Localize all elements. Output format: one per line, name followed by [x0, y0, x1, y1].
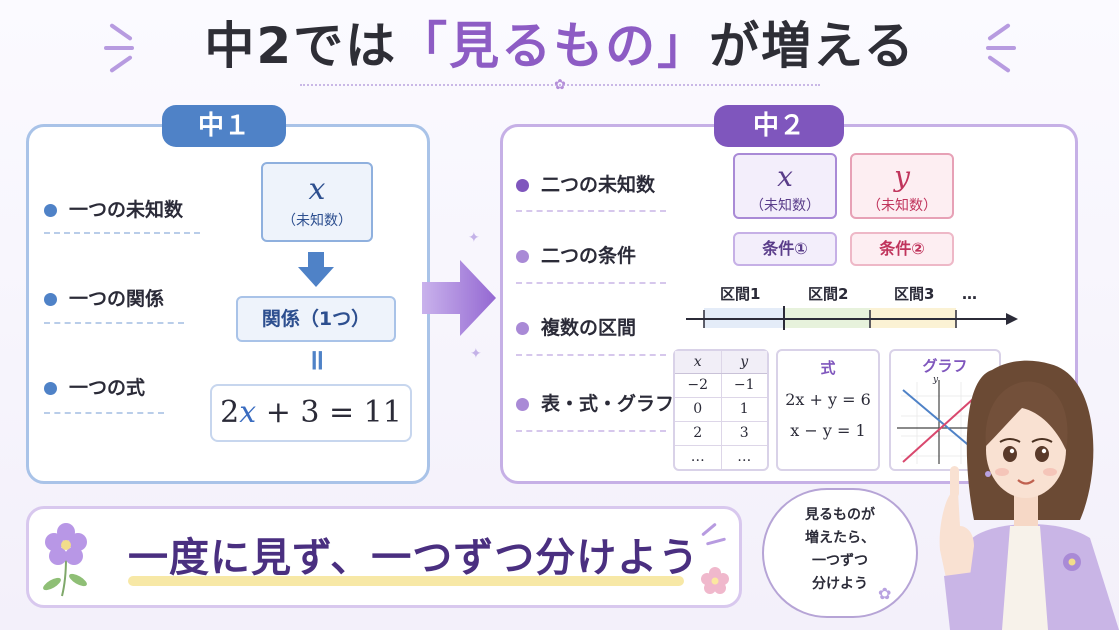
teacher-character-illustration	[939, 360, 1119, 630]
sparkle-icon: ✦	[470, 346, 482, 362]
flower-icon: ✿	[878, 584, 892, 603]
unknown-y-box: y （未知数）	[850, 153, 954, 219]
title-prefix: 中2では	[204, 17, 398, 75]
bullet-icon	[44, 293, 57, 306]
sparkle-icon	[109, 22, 133, 42]
grade2-item-conditions: 二つの条件	[516, 243, 636, 269]
divider	[516, 282, 666, 284]
formula-eq1: 2x + y = 6	[785, 390, 871, 409]
slogan-banner	[26, 506, 742, 608]
page-title: 中2では「見るもの」が増える	[150, 10, 970, 82]
unknown-x-box: x （未知数）	[261, 162, 373, 242]
grade1-item-relation: 一つの関係	[44, 286, 164, 312]
slogan-underline	[128, 576, 684, 586]
grade1-item-unknown: 一つの未知数	[44, 197, 183, 223]
flower-icon	[43, 523, 87, 597]
interval-number-line	[686, 306, 1018, 330]
sparkle-icon: ✦	[468, 230, 480, 246]
divider	[516, 354, 666, 356]
interval-2-label: 区間2	[808, 285, 849, 303]
graph-y-axis-label: y	[933, 375, 939, 385]
formula-eq2: x − y = 1	[790, 421, 866, 440]
grade1-badge: 中１	[162, 105, 286, 147]
variable-x: x	[308, 172, 326, 207]
sparkle-icon	[987, 54, 1011, 74]
interval-1-label: 区間1	[720, 285, 761, 303]
title-divider	[300, 84, 820, 86]
speech-bubble-text: 見るものが 増えたら、 一つずつ 分けよう	[805, 507, 875, 592]
slogan-text: 一度に見ず、一つずつ分けよう	[128, 535, 700, 581]
grade2-item-representations: 表・式・グラフ	[516, 391, 674, 417]
formula-heading: 式	[820, 359, 836, 377]
graph-heading: グラフ	[922, 357, 968, 375]
bullet-icon	[44, 204, 57, 217]
equation-box: 2x + 3 = 11	[210, 384, 412, 442]
grade1-item-equation: 一つの式	[44, 375, 145, 401]
down-arrow-icon	[298, 252, 334, 287]
bullet-icon	[516, 322, 529, 335]
sparkle-icon	[987, 22, 1011, 42]
grade2-item-unknowns: 二つの未知数	[516, 172, 655, 198]
bullet-icon	[516, 398, 529, 411]
divider	[44, 232, 200, 234]
sparkle-icon	[104, 46, 134, 50]
divider	[516, 430, 666, 432]
sparkle-icon	[986, 46, 1016, 50]
condition-1-box: 条件①	[733, 232, 837, 266]
divider	[44, 322, 184, 324]
bullet-icon	[516, 250, 529, 263]
sparkle-icon	[109, 54, 133, 74]
title-suffix: が増える	[709, 17, 916, 75]
variable-label: （未知数）	[282, 213, 352, 229]
title-area: 中2では「見るもの」が増える ✿	[0, 0, 1119, 93]
bullet-icon	[516, 179, 529, 192]
table-row: −2−1	[675, 372, 767, 397]
formula-card: 式 2x + y = 6 x − y = 1	[776, 349, 880, 471]
table-row: ……	[675, 444, 767, 469]
unknown-x-box: x （未知数）	[733, 153, 837, 219]
speech-bubble	[762, 488, 918, 618]
interval-3-label: 区間3	[894, 285, 935, 303]
divider	[516, 210, 666, 212]
flower-icon	[701, 567, 729, 594]
title-highlight: 「見るもの」	[397, 17, 710, 75]
flower-icon: ✿	[554, 77, 566, 93]
grade2-item-intervals: 複数の区間	[516, 315, 636, 341]
condition-2-box: 条件②	[850, 232, 954, 266]
relation-box: 関係（1つ）	[236, 296, 396, 342]
interval-more-label: …	[962, 285, 977, 303]
equals-icon: ॥	[307, 343, 325, 376]
bullet-icon	[44, 382, 57, 395]
right-arrow-icon	[422, 260, 496, 336]
grade2-badge: 中２	[714, 105, 844, 147]
divider	[44, 412, 164, 414]
